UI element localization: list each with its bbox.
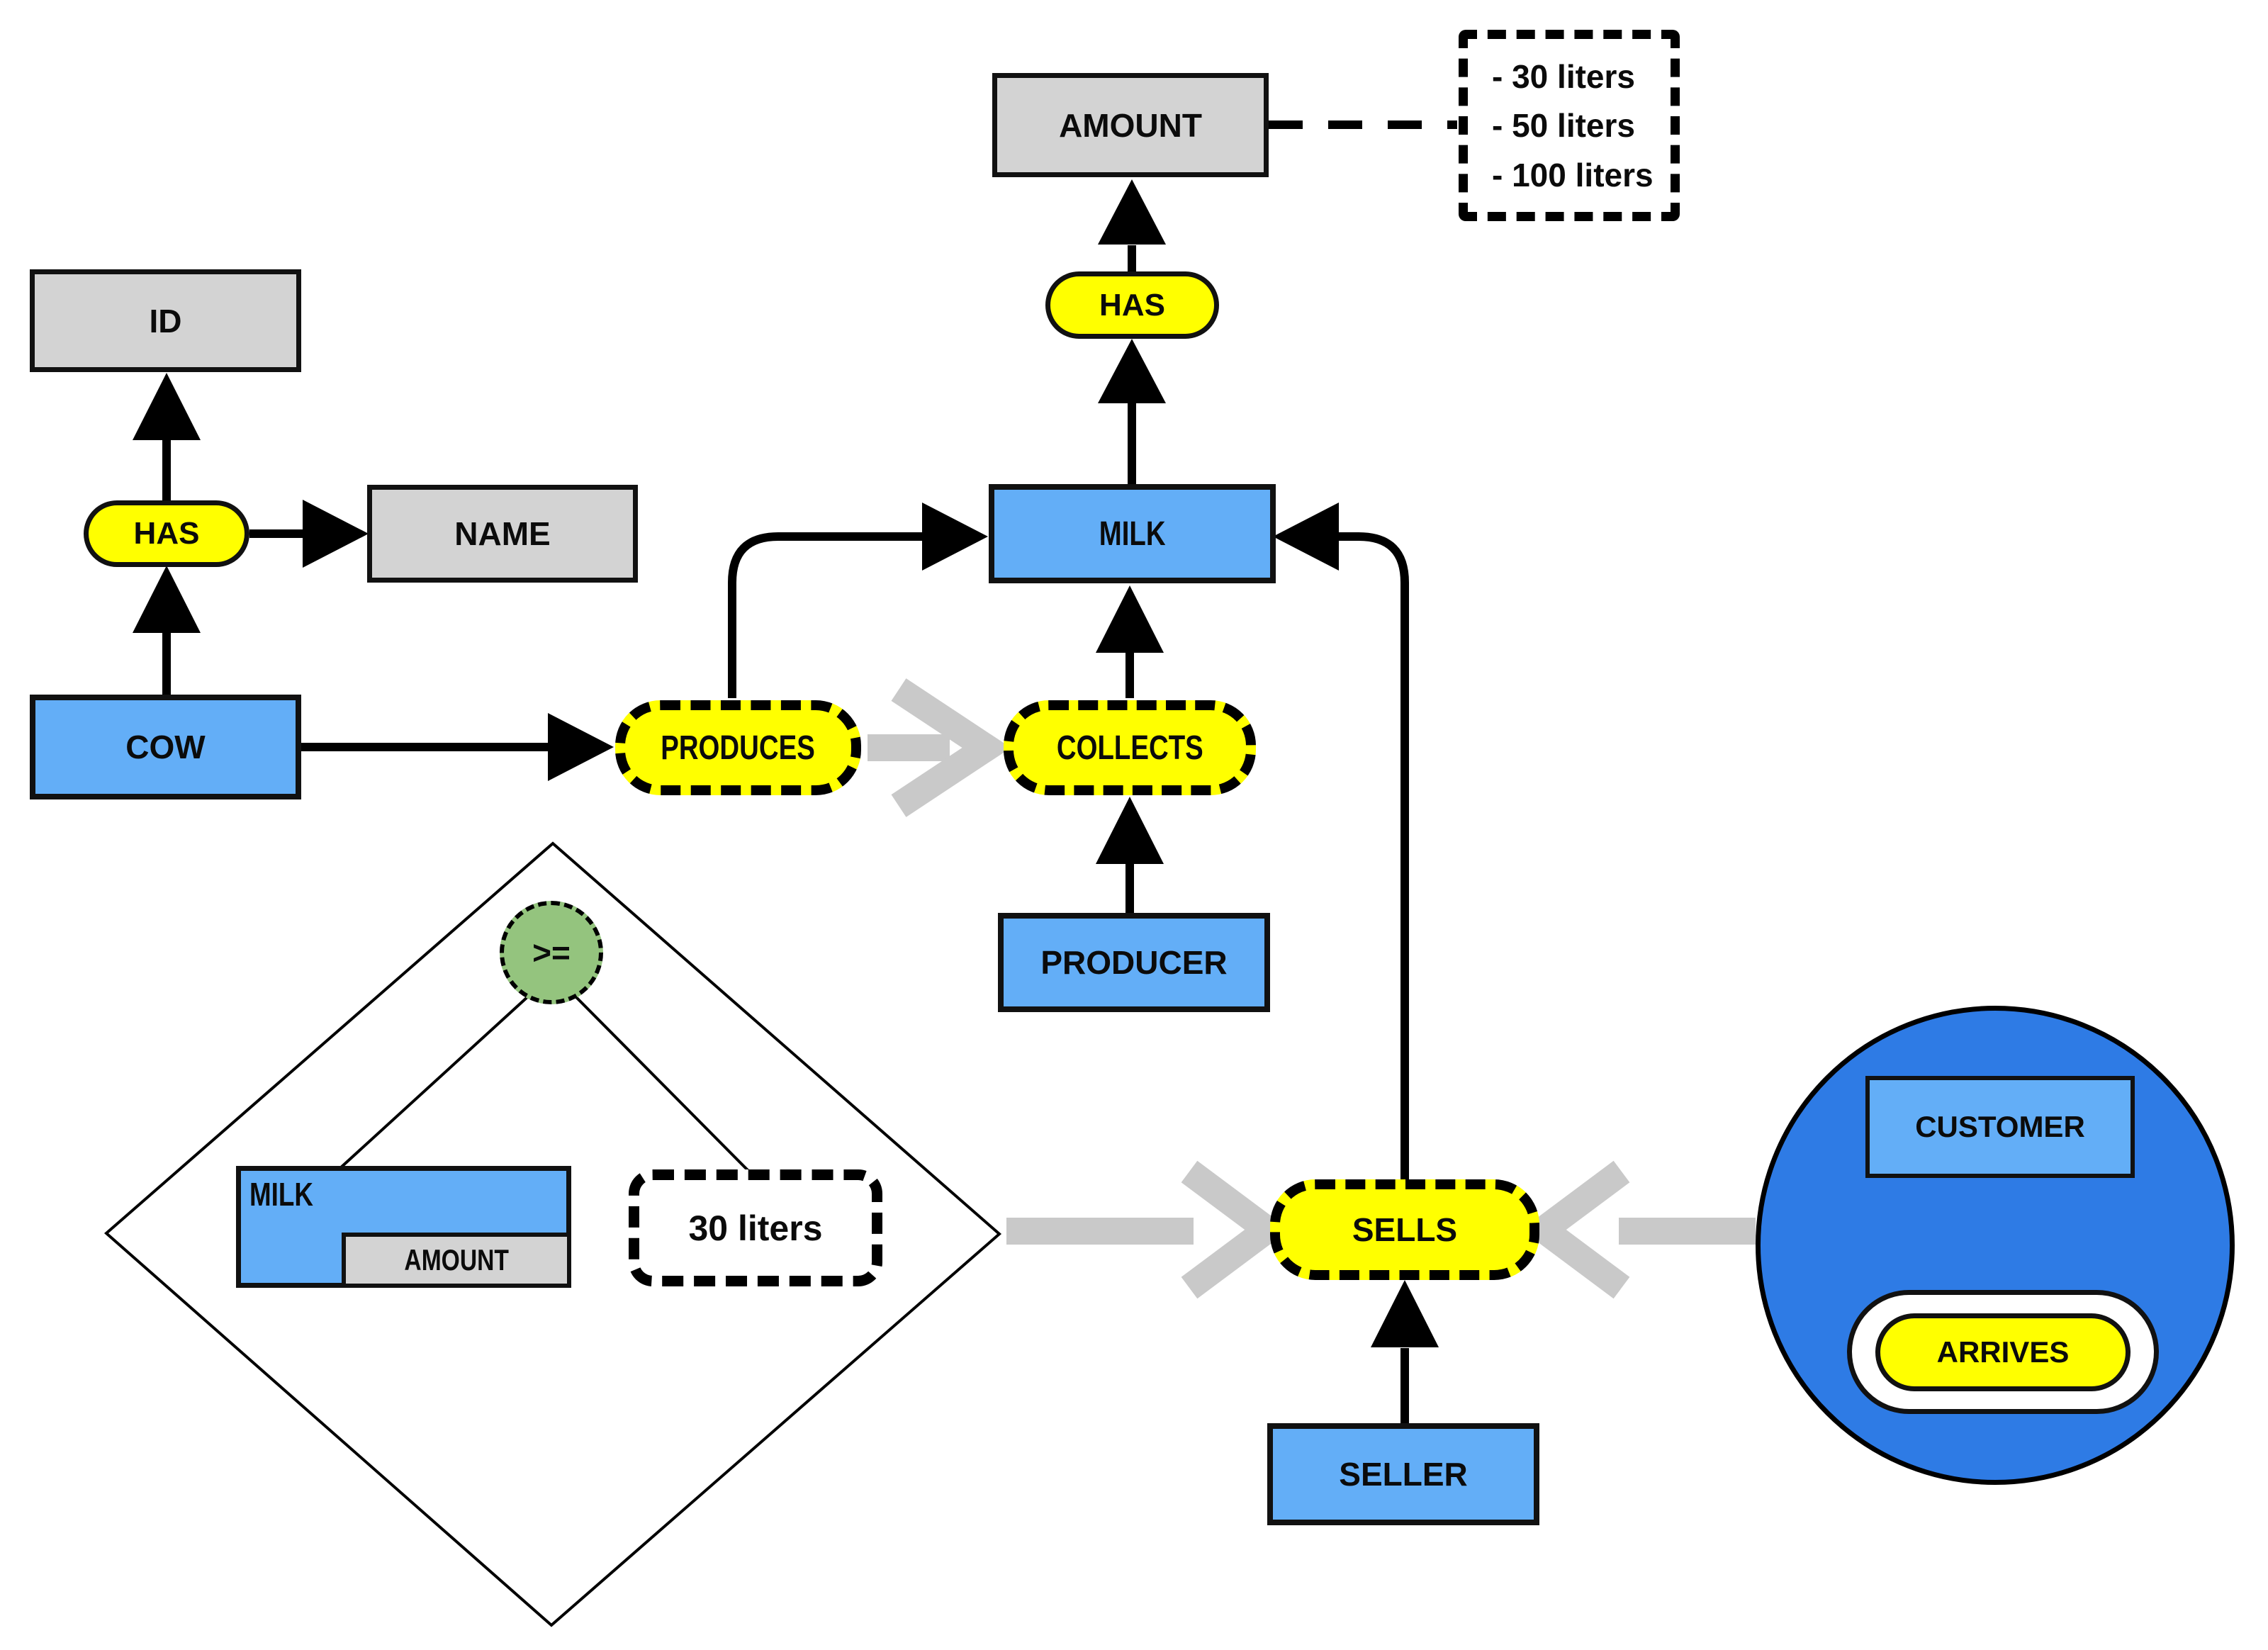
entity-seller-label: SELLER: [1339, 1456, 1468, 1493]
operator-to-threshold-line: [574, 995, 751, 1174]
relationship-has-top: HAS: [1045, 271, 1219, 339]
arrowhead-right-name-icon: [303, 500, 369, 568]
attribute-id-label: ID: [149, 302, 182, 339]
entity-milk-label: MILK: [1099, 515, 1166, 553]
arrowhead-up-has-top-icon: [1098, 339, 1166, 403]
circle-sells-gray-arrowhead-icon: [1521, 1160, 1630, 1299]
produces-collects-gray-arrowhead-icon: [891, 678, 1011, 817]
attribute-name-label: NAME: [454, 515, 551, 552]
arrowhead-up-milk-icon: [1096, 585, 1164, 653]
entity-cow: COW: [30, 695, 301, 799]
amount-values-box: - 30 liters - 50 liters - 100 liters: [1459, 30, 1680, 221]
relationship-collects-label: COLLECTS: [1056, 729, 1203, 767]
sells-to-milk-elbow: [1338, 532, 1409, 1179]
constraint-operator-label: >=: [532, 934, 571, 971]
arrowhead-right-milk-icon: [922, 503, 988, 571]
relationship-has-left: HAS: [84, 500, 249, 567]
relationship-arrives-outer-ring: ARRIVES: [1847, 1290, 2159, 1414]
entity-producer: PRODUCER: [998, 913, 1270, 1012]
constraint-amount-box: AMOUNT: [342, 1233, 571, 1288]
constraint-threshold-label: 30 liters: [688, 1208, 823, 1248]
entity-producer-label: PRODUCER: [1040, 944, 1228, 981]
arrowhead-up-sells-icon: [1371, 1280, 1439, 1347]
relationship-sells: SELLS: [1270, 1179, 1539, 1280]
arrowhead-left-milk-icon: [1273, 503, 1339, 571]
relationship-collects: COLLECTS: [1004, 700, 1256, 795]
diamond-sells-gray-arrowhead-icon: [1181, 1160, 1290, 1299]
relationship-produces: PRODUCES: [615, 700, 861, 795]
constraint-threshold-box: 30 liters: [629, 1169, 882, 1286]
arrowhead-up-collects-icon: [1096, 797, 1164, 864]
attribute-amount: AMOUNT: [992, 73, 1269, 177]
attribute-id: ID: [30, 269, 301, 372]
constraint-operator-circle: >=: [500, 901, 603, 1004]
attribute-name: NAME: [367, 485, 638, 583]
amount-value-item: - 30 liters: [1492, 57, 1635, 95]
amount-value-item: - 50 liters: [1492, 107, 1635, 144]
constraint-amount-label: AMOUNT: [404, 1243, 509, 1276]
entity-milk: MILK: [989, 484, 1276, 583]
relationship-arrives: ARRIVES: [1875, 1313, 2131, 1391]
relationship-sells-label: SELLS: [1352, 1211, 1458, 1248]
relationship-has-top-label: HAS: [1099, 287, 1165, 322]
entity-seller: SELLER: [1267, 1423, 1539, 1525]
entity-customer-label: CUSTOMER: [1915, 1110, 2085, 1143]
relationship-produces-label: PRODUCES: [661, 729, 816, 767]
entity-cow-label: COW: [125, 729, 206, 765]
attribute-amount-label: AMOUNT: [1059, 106, 1202, 144]
arrowhead-up-id-icon: [133, 373, 201, 440]
constraint-milk-label: MILK: [249, 1176, 313, 1213]
arrowhead-up-amount-icon: [1098, 179, 1166, 245]
arrowhead-up-has-left-icon: [133, 566, 201, 633]
operator-to-milk-line: [339, 995, 529, 1169]
produces-to-milk-elbow: [728, 532, 923, 698]
relationship-arrives-label: ARRIVES: [1936, 1335, 2070, 1369]
entity-customer: CUSTOMER: [1865, 1076, 2135, 1178]
relationship-has-left-label: HAS: [133, 516, 200, 551]
amount-value-item: - 100 liters: [1492, 156, 1654, 193]
arrowhead-right-produces-icon: [548, 713, 614, 781]
